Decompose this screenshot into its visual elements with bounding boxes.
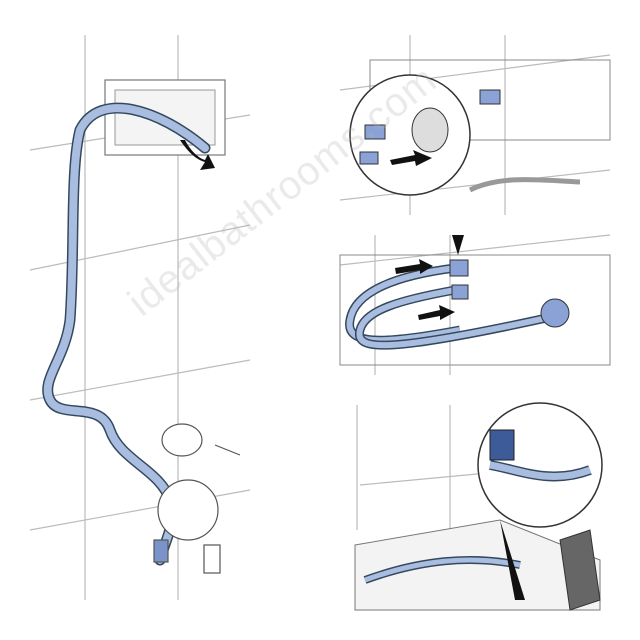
panel-connect-valve xyxy=(339,35,611,215)
panel-connect-hoses xyxy=(339,234,611,375)
arrow-icon xyxy=(418,305,455,320)
panel-fix-connector xyxy=(354,402,603,611)
arrow-icon xyxy=(180,140,215,170)
wall-outlet-parts xyxy=(153,423,241,574)
arrow-icon xyxy=(395,259,433,274)
arrow-icon xyxy=(390,150,432,166)
detail-magnifier xyxy=(349,74,471,196)
pointer-icon xyxy=(452,235,464,255)
